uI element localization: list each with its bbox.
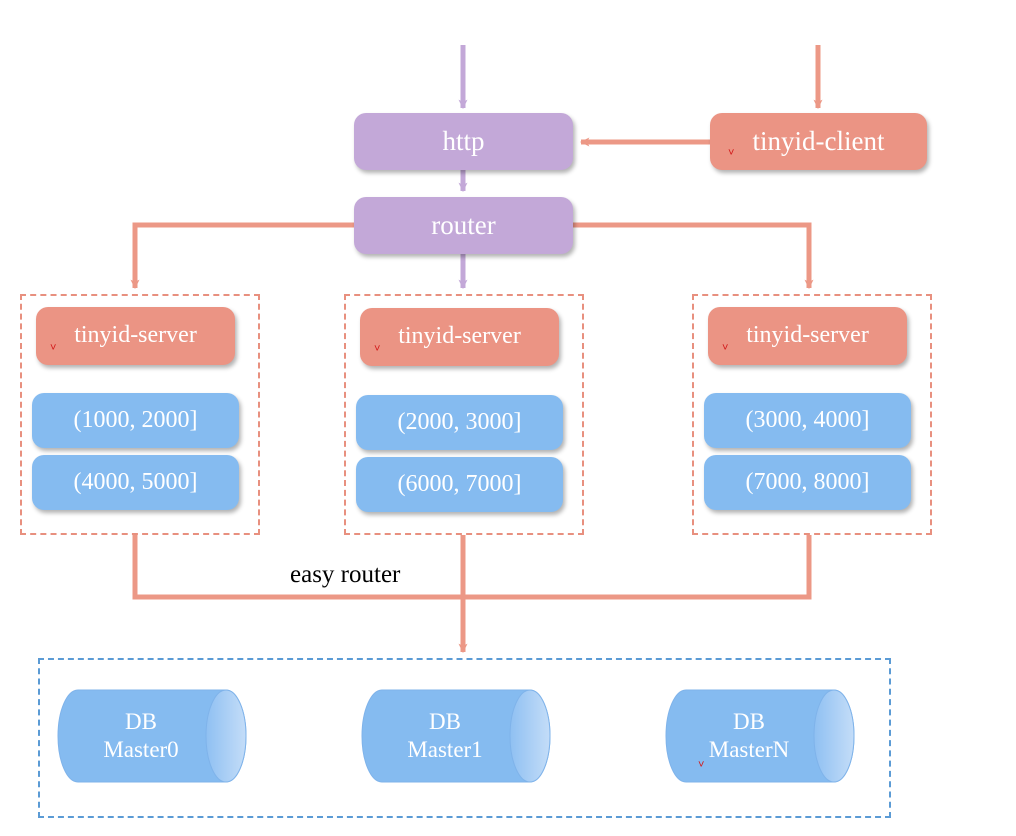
- segment-label: (7000, 8000]: [745, 468, 870, 495]
- db-line-1: DB: [733, 708, 765, 734]
- segment-label: (3000, 4000]: [745, 406, 870, 433]
- server-group-2-server[interactable]: tinyid-server ˅: [360, 308, 559, 366]
- server-group-3-segment-1[interactable]: (3000, 4000]: [704, 393, 911, 448]
- spellcheck-mark-icon: ˅: [50, 342, 57, 354]
- node-router[interactable]: router: [354, 197, 573, 254]
- node-http[interactable]: http: [354, 113, 573, 170]
- node-router-label: router: [431, 209, 496, 240]
- segment-label: (1000, 2000]: [73, 406, 198, 433]
- db-line-1: DB: [125, 708, 157, 734]
- cylinder-shape-icon: [665, 689, 855, 783]
- server-group-3-server-label: tinyid-server: [746, 322, 869, 349]
- server-group-1-segment-1[interactable]: (1000, 2000]: [32, 393, 239, 448]
- edge-router-to-server-group-3: [573, 222, 814, 290]
- db-master-0[interactable]: DB Master0: [56, 688, 248, 784]
- node-tinyid-client[interactable]: tinyid-client ˅: [710, 113, 927, 170]
- server-group-3-segment-2[interactable]: (7000, 8000]: [704, 455, 911, 510]
- segment-label: (6000, 7000]: [397, 470, 522, 497]
- server-group-2-segment-2[interactable]: (6000, 7000]: [356, 457, 563, 512]
- spellcheck-mark-icon: ˅: [728, 147, 735, 159]
- db-master-n-label: DB MasterN: [664, 688, 856, 784]
- edge-router-to-server-group-1: [130, 222, 354, 290]
- node-tinyid-client-label: tinyid-client: [752, 125, 885, 156]
- node-http-label: http: [442, 125, 485, 156]
- db-line-2: Master0: [103, 737, 179, 762]
- server-group-2-server-label: tinyid-server: [398, 323, 521, 350]
- db-master-1[interactable]: DB Master1: [360, 688, 552, 784]
- db-line-1: DB: [429, 708, 461, 734]
- server-group-3-server[interactable]: tinyid-server ˅: [708, 307, 907, 365]
- server-group-1-segment-2[interactable]: (4000, 5000]: [32, 455, 239, 510]
- server-group-3-container: [692, 294, 932, 535]
- db-line-2: Master1: [407, 737, 483, 762]
- edge-label-easy-router: easy router: [286, 561, 405, 589]
- server-group-2-segment-1[interactable]: (2000, 3000]: [356, 395, 563, 450]
- db-line-2: MasterN: [708, 737, 790, 762]
- server-group-2-container: [344, 294, 584, 535]
- db-master-0-label: DB Master0: [56, 688, 248, 784]
- cylinder-shape-icon: [361, 689, 551, 783]
- cylinder-shape-icon: [57, 689, 247, 783]
- server-group-1-server[interactable]: tinyid-server ˅: [36, 307, 235, 365]
- segment-label: (4000, 5000]: [73, 468, 198, 495]
- spellcheck-mark-icon: ˅: [374, 343, 381, 355]
- edge-server-group-3-to-bus: [463, 535, 812, 600]
- spellcheck-mark-icon: ˅: [722, 342, 729, 354]
- db-master-1-label: DB Master1: [360, 688, 552, 784]
- server-group-1-container: [20, 294, 260, 535]
- server-group-1-server-label: tinyid-server: [74, 322, 197, 349]
- segment-label: (2000, 3000]: [397, 408, 522, 435]
- db-master-n[interactable]: DB MasterN ˅: [664, 688, 856, 784]
- db-cluster-container: [38, 658, 891, 818]
